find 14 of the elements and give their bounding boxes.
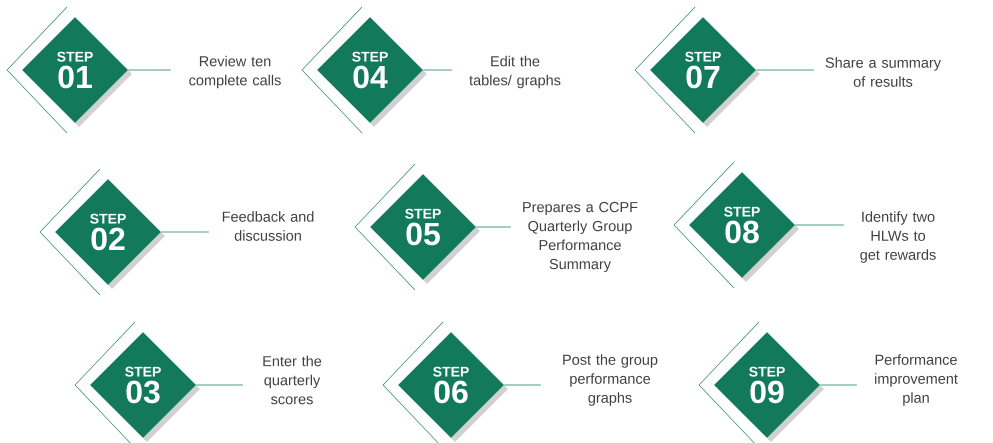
step-description: Performance improvement plan bbox=[875, 354, 958, 406]
step-description: Identify two HLWs to get rewards bbox=[860, 211, 936, 263]
connector-line bbox=[476, 226, 512, 228]
step-description: Share a summary of results bbox=[826, 57, 941, 87]
connector-line bbox=[794, 224, 844, 226]
step-description: Enter the quarterly scores bbox=[263, 356, 322, 404]
step-description: Edit the tables/ graphs bbox=[469, 56, 560, 88]
connector-line bbox=[196, 384, 244, 386]
step-description: Review ten complete calls bbox=[189, 56, 281, 88]
step-description: Feedback and discussion bbox=[222, 211, 314, 241]
step-description: Post the group performance graphs bbox=[563, 354, 658, 406]
connector-line bbox=[820, 384, 858, 386]
connector-line bbox=[504, 384, 542, 386]
step-description: Prepares a CCPF Quarterly Group Performance Summary bbox=[523, 202, 638, 272]
